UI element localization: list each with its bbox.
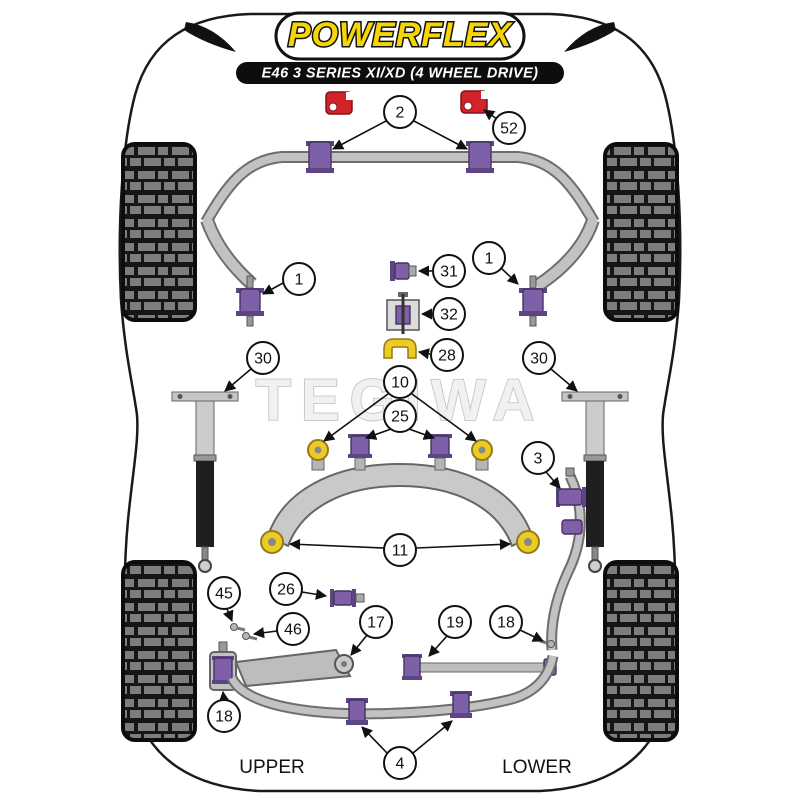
shock-absorber-right — [561, 391, 629, 573]
svg-text:E46 3 SERIES XI/XD (4 WHEEL DR: E46 3 SERIES XI/XD (4 WHEEL DRIVE) — [262, 66, 539, 82]
callout-18-left: 18 — [207, 690, 241, 733]
a-pillar-right — [564, 22, 616, 52]
upper-label: UPPER — [239, 757, 304, 778]
svg-text:17: 17 — [367, 615, 385, 632]
bracket-28 — [383, 338, 417, 359]
callout-10: 10 — [323, 365, 477, 442]
rear-arb-bushing-right — [450, 691, 472, 718]
callout-1-right: 1 — [472, 241, 519, 285]
svg-text:30: 30 — [254, 351, 272, 368]
bolt-45 — [230, 623, 246, 632]
arb-clamp-right — [460, 90, 488, 114]
powerflex-logo: POWERFLEX — [274, 11, 526, 61]
callout-4: 4 — [361, 720, 453, 780]
callout-25: 25 — [364, 399, 436, 440]
svg-text:4: 4 — [396, 756, 405, 773]
callout-30-right: 30 — [522, 341, 578, 392]
svg-text:28: 28 — [438, 348, 456, 365]
tire-rear-left — [121, 560, 197, 742]
subframe-rear-mount-left — [260, 530, 284, 554]
rear-anti-roll-bar — [227, 654, 559, 720]
front-lower-bushing-right — [519, 275, 547, 327]
bushing-31 — [390, 261, 417, 281]
svg-text:18: 18 — [497, 615, 515, 632]
svg-text:31: 31 — [440, 264, 458, 281]
callout-28: 28 — [417, 338, 464, 372]
svg-text:1: 1 — [485, 251, 494, 268]
callout-3: 3 — [521, 441, 561, 489]
callout-46: 46 — [252, 612, 310, 646]
arb-clamp-left — [325, 91, 353, 115]
diff-mount-right — [428, 434, 452, 471]
callout-1-left: 1 — [262, 262, 316, 296]
callout-11: 11 — [288, 533, 512, 567]
svg-text:26: 26 — [277, 582, 295, 599]
callout-19: 19 — [428, 605, 472, 657]
callout-31: 31 — [417, 254, 466, 288]
bracket-arm-3 — [546, 467, 586, 651]
svg-text:POWERFLEX: POWERFLEX — [288, 16, 514, 54]
bushing-26 — [330, 589, 365, 607]
subframe-front-mount-left — [307, 439, 329, 461]
svg-text:25: 25 — [391, 409, 409, 426]
callout-45: 45 — [207, 576, 241, 623]
svg-text:2: 2 — [396, 105, 405, 122]
rear-arb-bushing-left — [346, 698, 368, 725]
svg-text:30: 30 — [530, 351, 548, 368]
front-arb-bushing-left — [306, 141, 334, 173]
diff-mount-left — [348, 434, 372, 471]
svg-text:18: 18 — [215, 709, 233, 726]
svg-text:3: 3 — [534, 451, 543, 468]
svg-text:45: 45 — [215, 586, 233, 603]
mount-32 — [386, 292, 420, 334]
callout-26: 26 — [269, 572, 328, 606]
subframe-rear-mount-right — [516, 530, 540, 554]
svg-text:46: 46 — [284, 622, 302, 639]
subframe-front-mount-right — [471, 439, 493, 461]
front-arb-bushing-right — [466, 141, 494, 173]
svg-text:1: 1 — [295, 272, 304, 289]
svg-text:19: 19 — [446, 615, 464, 632]
callout-2: 2 — [332, 95, 468, 150]
svg-text:11: 11 — [392, 543, 409, 560]
lower-label: LOWER — [502, 757, 572, 778]
trailing-arm-17 — [234, 648, 354, 688]
callout-18-right: 18 — [489, 605, 545, 642]
svg-text:52: 52 — [500, 121, 518, 138]
callout-52: 52 — [483, 109, 526, 145]
model-title-banner: E46 3 SERIES XI/XD (4 WHEEL DRIVE) — [236, 62, 564, 84]
front-lower-bushing-left — [236, 275, 264, 327]
a-pillar-left — [184, 22, 236, 52]
tire-rear-right — [603, 560, 679, 742]
callout-30-left: 30 — [224, 341, 280, 392]
tire-front-left — [121, 142, 197, 322]
callout-17: 17 — [350, 605, 393, 656]
svg-text:10: 10 — [391, 375, 409, 392]
tire-front-right — [603, 142, 679, 322]
svg-text:32: 32 — [440, 307, 458, 324]
callout-32: 32 — [420, 297, 466, 331]
shock-absorber-left — [171, 391, 239, 573]
